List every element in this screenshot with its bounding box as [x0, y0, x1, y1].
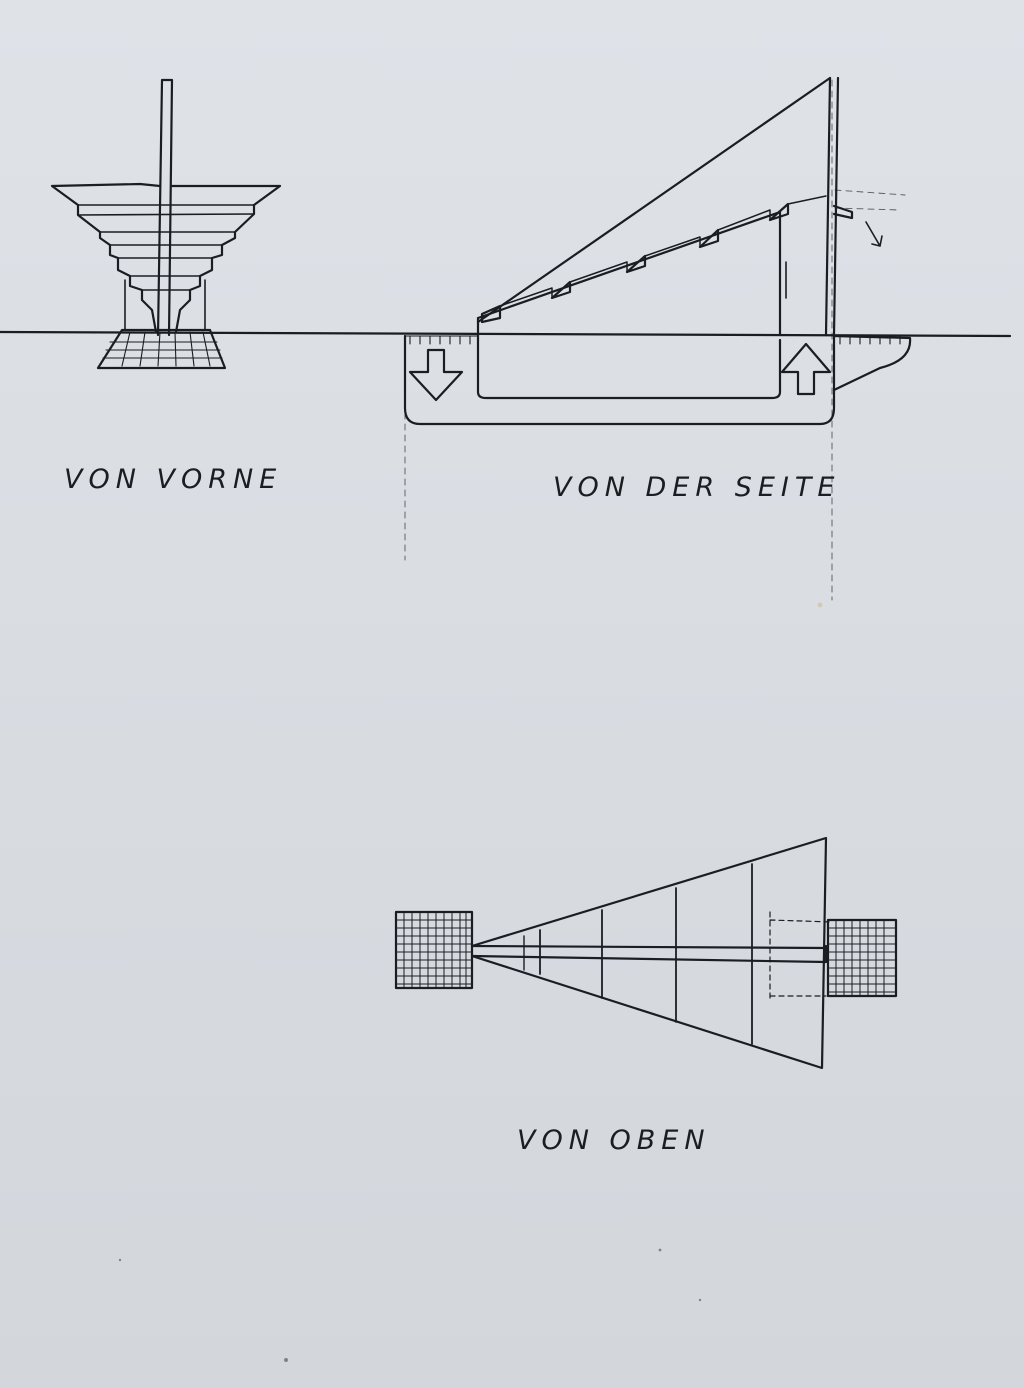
front-steps	[77, 204, 255, 291]
top-ribs	[539, 863, 753, 1045]
front-mast	[156, 78, 174, 337]
down-arrow-icon	[408, 348, 464, 402]
side-pontoon-hatch	[839, 335, 901, 345]
ground-line	[0, 330, 1012, 338]
top-right-float	[826, 918, 898, 998]
side-inner-hull	[476, 338, 782, 400]
front-hull-right	[170, 184, 282, 334]
top-left-float-grid	[395, 911, 473, 989]
top-view	[394, 836, 898, 1070]
side-view-label: VON DER SEITE	[553, 472, 841, 503]
side-pontoon	[832, 334, 912, 392]
side-step-treads	[499, 195, 827, 307]
front-float-grid	[102, 331, 223, 367]
front-float	[96, 328, 227, 370]
side-deflector	[832, 204, 854, 220]
top-beam	[470, 944, 828, 964]
up-arrow-icon	[780, 342, 832, 396]
front-view-label: VON VORNE	[64, 464, 283, 495]
paper-specks	[118, 602, 823, 1362]
top-dashed-box	[769, 911, 833, 1001]
front-supports	[124, 279, 206, 331]
top-view-label: VON OBEN	[517, 1125, 711, 1156]
top-left-float	[394, 910, 474, 990]
top-triangle	[470, 836, 828, 1070]
small-arrow-icon	[865, 221, 883, 247]
side-hatching	[404, 335, 479, 345]
side-view	[403, 76, 912, 426]
front-view	[50, 78, 282, 370]
side-keel	[403, 334, 836, 426]
side-sail	[476, 76, 832, 324]
top-right-float-grid	[827, 919, 897, 997]
construction-lines	[404, 79, 906, 601]
side-hull	[476, 210, 782, 342]
